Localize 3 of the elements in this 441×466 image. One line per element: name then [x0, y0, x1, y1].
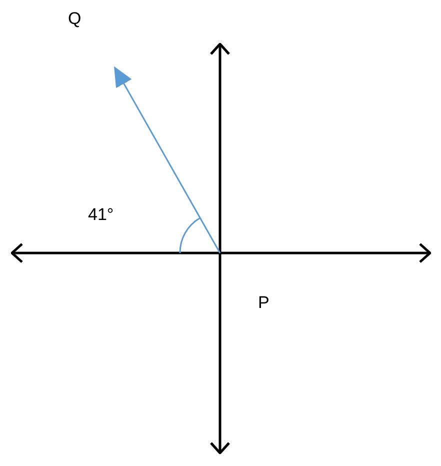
axis-label: Q: [68, 10, 82, 27]
axis-label: P: [258, 294, 270, 311]
axis-label: 41°: [88, 206, 114, 223]
